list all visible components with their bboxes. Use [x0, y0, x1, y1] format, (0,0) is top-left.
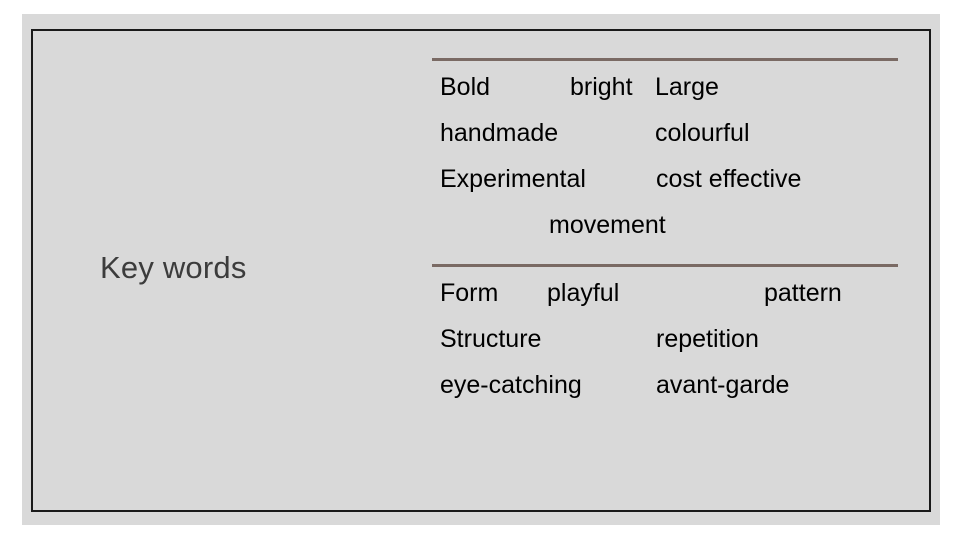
keyword-colourful: colourful	[655, 119, 750, 147]
keyword-pattern: pattern	[764, 279, 842, 307]
slide-backdrop	[22, 14, 940, 525]
word-row: movement	[432, 205, 898, 251]
keyword-structure: Structure	[440, 325, 542, 353]
keyword-repetition: repetition	[656, 325, 759, 353]
keyword-avant-garde: avant-garde	[656, 371, 790, 399]
keyword-playful: playful	[547, 279, 620, 307]
keyword-handmade: handmade	[440, 119, 559, 147]
word-row: eye-catching avant-garde	[432, 365, 898, 411]
keyword-form: Form	[440, 279, 499, 307]
page-title: Key words	[100, 250, 247, 285]
word-row: handmade colourful	[432, 113, 898, 159]
word-row: Structure repetition	[432, 319, 898, 365]
keyword-bold: Bold	[440, 73, 491, 101]
keyword-movement: movement	[549, 211, 666, 239]
keyword-eye-catching: eye-catching	[440, 371, 582, 399]
word-row: Bold bright Large	[432, 67, 898, 113]
keyword-experimental: Experimental	[440, 165, 586, 193]
word-block-bottom: Form playful pattern Structure repetitio…	[432, 264, 898, 411]
word-row: Experimental cost effective	[432, 159, 898, 205]
keyword-large: Large	[655, 73, 719, 101]
keyword-bright: bright	[570, 73, 633, 101]
word-row: Form playful pattern	[432, 273, 898, 319]
keyword-cost-effective: cost effective	[656, 165, 802, 193]
slide-frame-border	[31, 29, 931, 512]
divider-line-top	[432, 58, 898, 61]
word-block-top: Bold bright Large handmade colourful Exp…	[432, 58, 898, 251]
divider-line-bottom	[432, 264, 898, 267]
